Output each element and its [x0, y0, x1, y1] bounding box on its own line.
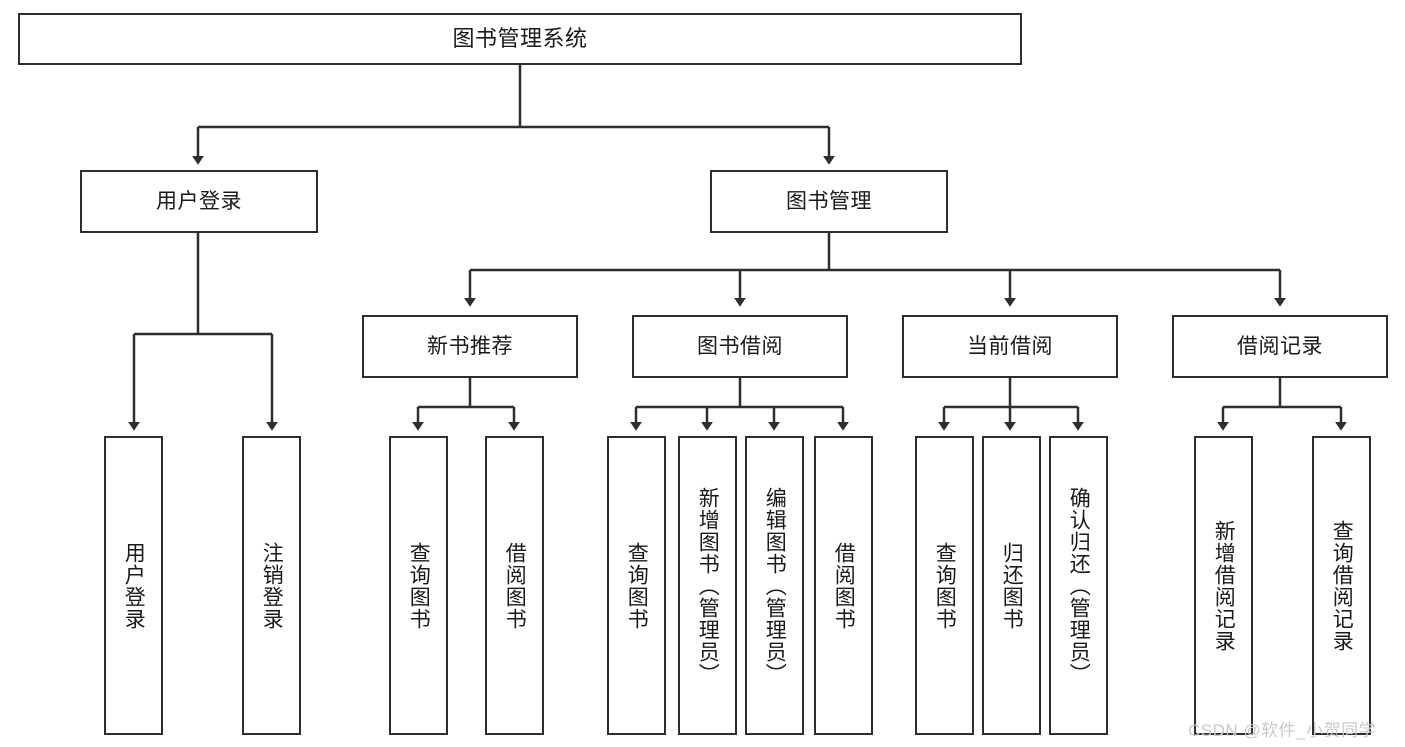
node-leaf-add-borrow-record[interactable]: 新增借阅记录: [1194, 436, 1253, 735]
node-label: 用户登录: [156, 189, 242, 213]
node-label: 新书推荐: [427, 334, 513, 358]
node-leaf-logout[interactable]: 注销登录: [242, 436, 301, 735]
node-label: 当前借阅: [967, 334, 1053, 358]
node-root-system[interactable]: 图书管理系统: [18, 13, 1022, 65]
node-leaf-query-borrow-record[interactable]: 查询借阅记录: [1312, 436, 1371, 735]
node-label: 图书管理: [786, 189, 872, 213]
node-book-borrow[interactable]: 图书借阅: [632, 315, 848, 378]
node-leaf-query-book-borrow[interactable]: 查询图书: [607, 436, 666, 735]
node-user-login[interactable]: 用户登录: [80, 170, 318, 233]
node-label: 编辑图书（管理员）: [763, 486, 787, 685]
node-label: 新增图书（管理员）: [696, 486, 720, 685]
node-borrow-record[interactable]: 借阅记录: [1172, 315, 1388, 378]
node-label: 新增借阅记录: [1212, 519, 1236, 652]
node-new-book-recommend[interactable]: 新书推荐: [362, 315, 578, 378]
node-current-borrow[interactable]: 当前借阅: [902, 315, 1118, 378]
node-leaf-add-book-admin[interactable]: 新增图书（管理员）: [678, 436, 737, 735]
node-label: 确认归还（管理员）: [1067, 486, 1091, 685]
node-label: 注销登录: [260, 541, 284, 630]
node-label: 借阅图书: [832, 541, 856, 630]
node-leaf-edit-book-admin[interactable]: 编辑图书（管理员）: [745, 436, 804, 735]
node-book-management[interactable]: 图书管理: [710, 170, 948, 233]
node-label: 图书借阅: [697, 334, 783, 358]
node-leaf-user-login[interactable]: 用户登录: [104, 436, 163, 735]
node-leaf-return-book[interactable]: 归还图书: [982, 436, 1041, 735]
node-leaf-query-book-current[interactable]: 查询图书: [915, 436, 974, 735]
node-leaf-borrow-book-new[interactable]: 借阅图书: [485, 436, 544, 735]
node-label: 查询图书: [933, 541, 957, 630]
node-label: 查询图书: [407, 541, 431, 630]
node-label: 借阅图书: [503, 541, 527, 630]
node-leaf-borrow-book[interactable]: 借阅图书: [814, 436, 873, 735]
node-label: 归还图书: [1000, 541, 1024, 630]
node-label: 查询借阅记录: [1330, 519, 1354, 652]
node-label: 查询图书: [625, 541, 649, 630]
node-label: 图书管理系统: [452, 25, 588, 51]
node-leaf-confirm-return-admin[interactable]: 确认归还（管理员）: [1049, 436, 1108, 735]
node-leaf-query-book-new[interactable]: 查询图书: [389, 436, 448, 735]
node-label: 借阅记录: [1237, 334, 1323, 358]
watermark-text: CSDN @软件_小贺同学: [1188, 721, 1377, 740]
node-label: 用户登录: [122, 541, 146, 630]
